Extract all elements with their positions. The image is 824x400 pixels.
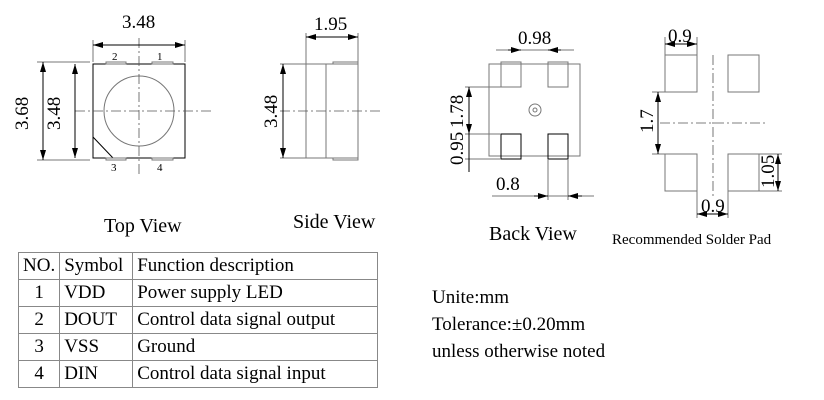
pin-symbol: DOUT [59, 306, 134, 334]
side-view: 1.95 3.48 Side View [261, 14, 382, 233]
pin-no: 4 [17, 360, 61, 388]
pin-symbol: VSS [59, 333, 134, 361]
solder-pad-caption: Recommended Solder Pad [612, 232, 772, 248]
back-pad-width-dim: 0.8 [496, 174, 520, 195]
notes: Unite:mm Tolerance:±0.20mm unless otherw… [432, 284, 605, 365]
pin-label-1: 1 [157, 51, 163, 63]
table-row: 1 VDD Power supply LED [17, 279, 379, 307]
table-row: 2 DOUT Control data signal output [17, 306, 379, 334]
header-no: NO. [17, 252, 61, 280]
pin-label-4: 4 [157, 162, 163, 174]
back-view: 0.98 1.78 0.95 0.8 Back View [447, 28, 594, 245]
table-row: 3 VSS Ground [17, 333, 379, 361]
back-pad-height-dim: 0.95 [447, 132, 468, 165]
top-width-dim: 3.48 [122, 12, 155, 33]
header-symbol: Symbol [59, 252, 134, 280]
pin-function: Control data signal output [132, 306, 379, 334]
pin-label-3: 3 [111, 162, 117, 174]
top-height-inner-dim: 3.48 [44, 97, 65, 130]
pin-function: Power supply LED [132, 279, 379, 307]
top-view: 2 1 3 4 3.48 3.68 3.48 Top View [12, 12, 212, 237]
back-view-caption: Back View [489, 223, 577, 245]
pin-label-2: 2 [112, 51, 118, 63]
table-row: 4 DIN Control data signal input [17, 360, 379, 388]
header-function: Function description [132, 252, 379, 280]
solder-pad: 0.9 1.7 1.05 0.9 Recommended Solder Pad [612, 26, 782, 248]
note-tolerance: Tolerance:±0.20mm [432, 314, 586, 335]
note-units: Unite:mm [432, 287, 510, 308]
side-height-dim: 3.48 [261, 95, 282, 128]
back-pitch-dim: 1.78 [447, 95, 468, 128]
pin-no: 1 [17, 279, 61, 307]
top-view-caption: Top View [104, 215, 182, 237]
pad-gap-dim: 1.7 [637, 109, 658, 133]
pin-function: Ground [132, 333, 379, 361]
side-view-caption: Side View [293, 211, 376, 233]
pin-symbol: DIN [59, 360, 134, 388]
pad-height-dim: 1.05 [758, 155, 779, 188]
pin-no: 3 [17, 333, 61, 361]
pin-function: Control data signal input [132, 360, 379, 388]
back-pad-spacing-dim: 0.98 [518, 28, 551, 49]
side-depth-dim: 1.95 [314, 14, 347, 35]
pin-symbol: VDD [59, 279, 134, 307]
pad-gap-width-dim: 0.9 [701, 196, 725, 217]
note-unless: unless otherwise noted [432, 341, 606, 362]
top-height-outer-dim: 3.68 [12, 97, 33, 130]
pin-no: 2 [17, 306, 61, 334]
pad-width-dim: 0.9 [668, 26, 692, 47]
table-header-row: NO. Symbol Function description [17, 252, 379, 280]
pin-table: NO. Symbol Function description 1 VDD Po… [17, 252, 379, 388]
